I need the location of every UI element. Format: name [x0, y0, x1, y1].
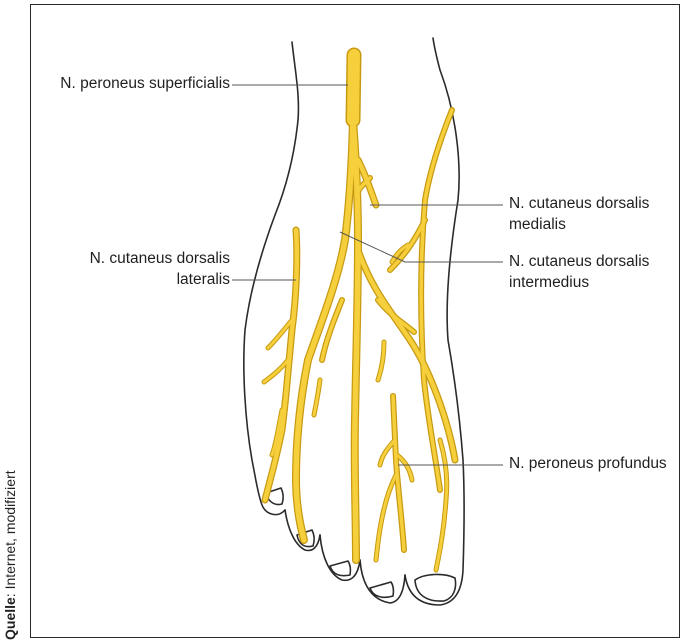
label-cutaneus-medialis-line2: medialis — [509, 215, 566, 235]
label-cutaneus-medialis-line1: N. cutaneus dorsalis — [509, 194, 649, 214]
label-cutaneus-lateralis-line1: N. cutaneus dorsalis — [90, 249, 230, 269]
label-cutaneus-lateralis-line2: lateralis — [177, 270, 230, 290]
nerve-paths — [264, 55, 455, 570]
label-peroneus-profundus: N. peroneus profundus — [509, 454, 667, 474]
label-cutaneus-intermedius-line2: intermedius — [509, 273, 589, 293]
label-peroneus-superficialis: N. peroneus superficialis — [60, 74, 230, 94]
label-cutaneus-intermedius-line1: N. cutaneus dorsalis — [509, 252, 649, 272]
